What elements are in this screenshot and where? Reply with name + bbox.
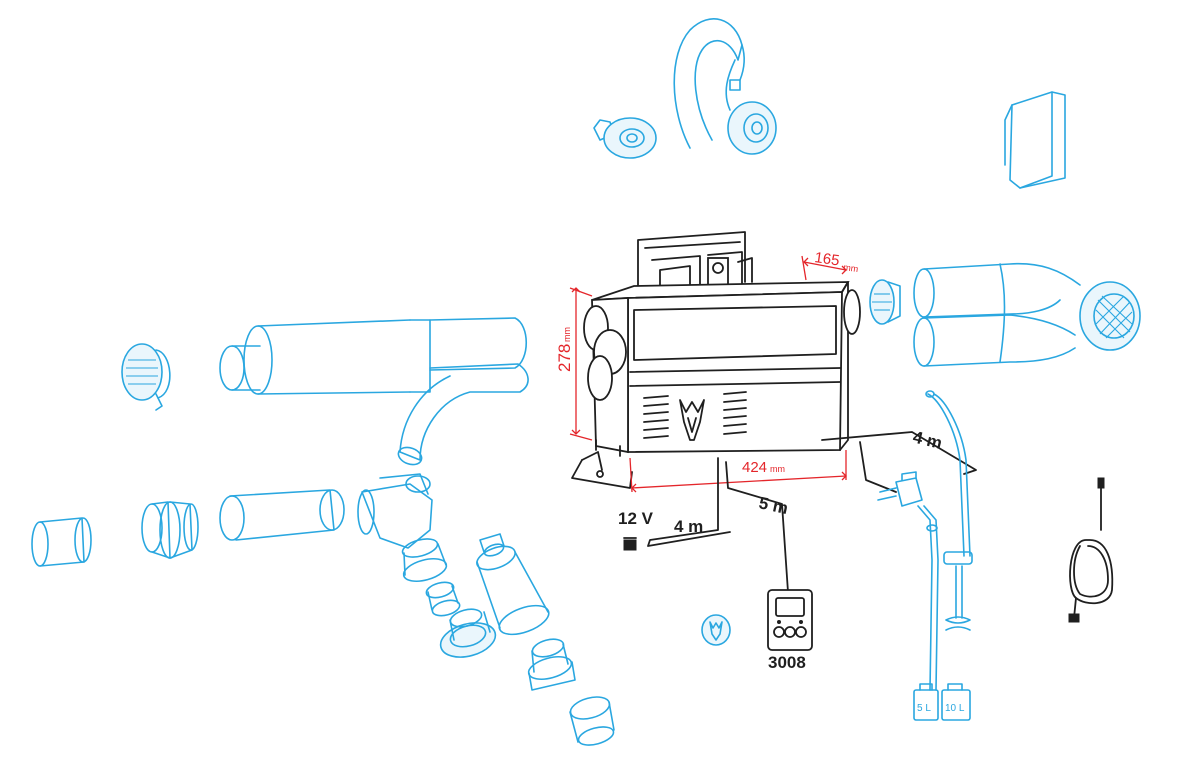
power-cable: 12 V 4 m: [618, 457, 731, 551]
intake-silencer: [219, 317, 527, 395]
brand-logo-icon: [679, 399, 705, 441]
width-unit: mm: [770, 464, 785, 474]
dimension-width: 424 mm: [629, 450, 847, 493]
depth-unit: mm: [843, 262, 859, 274]
exhaust-outlet-assembly: [593, 18, 777, 159]
fuel-tank-10l: 10 L: [941, 683, 971, 721]
mounting-bracket: [637, 231, 753, 295]
bottom-silencer: [476, 533, 550, 636]
right-outlet-vent-small: [869, 279, 901, 325]
through-hull-fitting: [439, 608, 497, 658]
power-voltage-label: 12 V: [618, 509, 654, 528]
dimension-height: 278 mm: [555, 287, 593, 441]
heater-unit: [583, 281, 861, 457]
right-outlet-vent-large: [1079, 281, 1141, 351]
fuel-pump: [877, 471, 923, 507]
controller-3008: 3008: [767, 589, 813, 672]
controller-cable-length-label: 5 m: [757, 493, 790, 518]
bottom-adapter: [527, 638, 615, 746]
y-branch-connector: [357, 473, 433, 549]
fuel-tank-5l-label: 5 L: [917, 703, 931, 714]
main-power-harness: [1068, 477, 1114, 623]
width-value: 424: [742, 459, 767, 476]
ring-couplings: [401, 538, 461, 617]
front-vent-left: [643, 395, 669, 439]
controller-model-label: 3008: [768, 653, 806, 672]
front-vent-right: [723, 391, 747, 435]
height-unit: mm: [562, 327, 572, 342]
fuel-line-and-pickup: [917, 390, 973, 691]
intake-elbow: [397, 363, 529, 466]
small-logo-badge: [701, 614, 731, 646]
cover-box: [1004, 91, 1066, 189]
fuel-pump-cable-length-label: 4 m: [911, 427, 944, 453]
fuel-tank-10l-label: 10 L: [945, 703, 965, 714]
height-value: 278: [555, 344, 574, 372]
left-air-outlet-vent: [121, 343, 171, 411]
left-hose-set: [31, 489, 345, 567]
right-double-hose: [913, 262, 1081, 367]
fuel-pump-cable: 4 m: [821, 427, 977, 493]
depth-value: 165: [813, 249, 840, 269]
mounting-foot: [571, 451, 633, 489]
dimension-depth: 165 mm: [801, 249, 859, 281]
fuel-tank-5l: 5 L: [913, 683, 939, 721]
power-cable-length-label: 4 m: [674, 517, 703, 536]
